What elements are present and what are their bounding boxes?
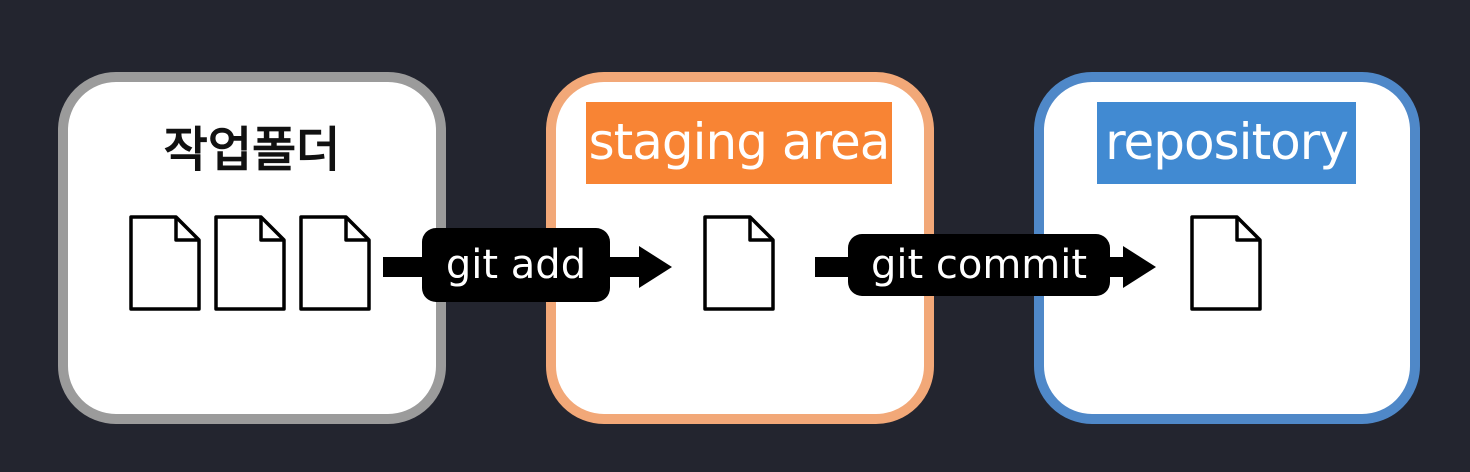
working-folder-box: 작업폴더 (58, 72, 446, 424)
git-commit-label: git commit (848, 234, 1110, 296)
staging-area-title: staging area (586, 102, 892, 184)
document-icon (214, 215, 286, 311)
document-icon (1190, 215, 1262, 311)
working-folder-title: 작업폴더 (163, 122, 341, 178)
document-icon (129, 215, 201, 311)
document-icon (299, 215, 371, 311)
repository-title: repository (1097, 102, 1356, 184)
document-icon (703, 215, 775, 311)
git-add-label: git add (422, 228, 610, 302)
